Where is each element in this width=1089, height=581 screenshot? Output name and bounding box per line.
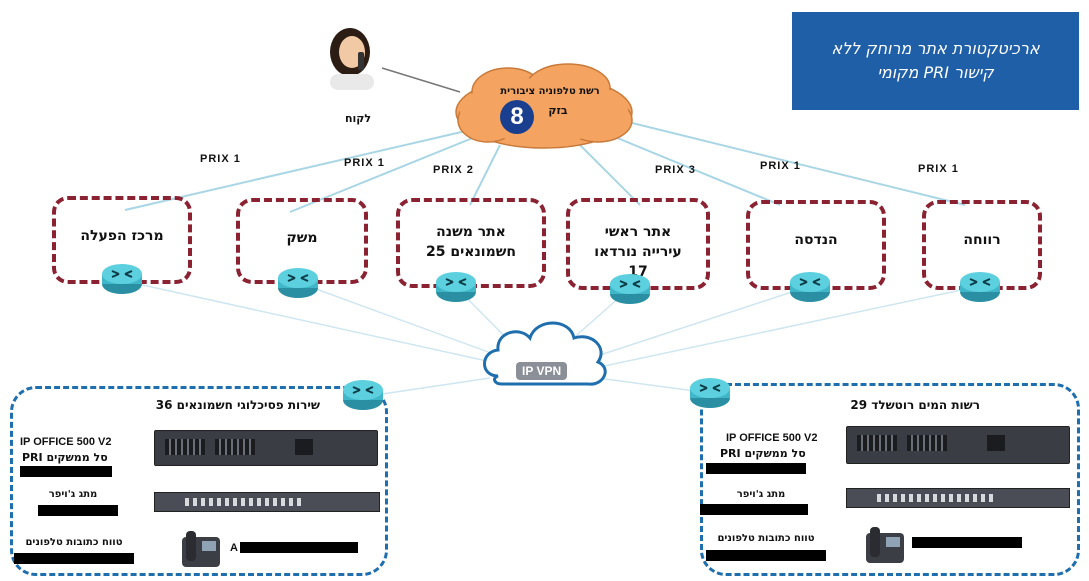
site-label: רווחה [963, 232, 1001, 248]
pstn-carrier: בזק [548, 104, 568, 117]
branch-right [700, 383, 1080, 576]
router-icon [436, 272, 476, 302]
branch-right-pri-label: סל ממשקים PRI [720, 447, 806, 460]
redacted-text [700, 504, 808, 515]
redacted-text [240, 542, 358, 553]
ip-office-device-icon [846, 426, 1070, 464]
desk-phone-icon [866, 527, 904, 563]
network-switch-icon [154, 492, 380, 512]
branch-right-range-label: טווח כתובות טלפונים [717, 533, 815, 544]
vpn-label: IP VPN [516, 362, 568, 380]
diagram-title: ארכיטקטורת אתר מרוחק ללא קישור PRI מקומי [792, 12, 1079, 110]
branch-left-phone-text: A [230, 542, 238, 554]
prix-label-1: PRIX 1 [200, 153, 241, 165]
bezeq-logo: 8 [500, 100, 534, 134]
customer-label: לקוח [344, 112, 372, 125]
router-icon [960, 272, 1000, 302]
vpn-cloud-icon [483, 321, 607, 386]
redacted-text [912, 537, 1022, 548]
ip-office-device-icon [154, 430, 378, 466]
network-switch-icon [846, 488, 1070, 508]
site-label: משק [286, 230, 318, 246]
site-label: אתר משנה חשמונאים 25 [426, 224, 516, 260]
redacted-text [20, 466, 112, 477]
router-icon [610, 274, 650, 304]
branch-left-title: שירות פסיכלוגי חשמונאים 36 [155, 398, 320, 412]
branch-left-range-label: טווח כתובות טלפונים [25, 537, 123, 548]
prix-label-5: PRIX 1 [760, 160, 801, 172]
prix-label-2: PRIX 1 [344, 157, 385, 169]
prix-label-6: PRIX 1 [918, 163, 959, 175]
desk-phone-icon [182, 531, 220, 567]
prix-label-4: PRIX 3 [655, 164, 696, 176]
branch-left-device: IP OFFICE 500 V2 [20, 436, 112, 448]
router-icon [790, 272, 830, 302]
site-label: מרכז הפעלה [80, 228, 164, 244]
branch-right-title: רשות המים רוטשלד 29 [850, 398, 980, 412]
router-icon [278, 268, 318, 298]
branch-left-pri-label: סל ממשקים PRI [22, 451, 108, 464]
branch-right-device: IP OFFICE 500 V2 [726, 432, 818, 444]
router-icon [690, 378, 730, 408]
pstn-label: רשת טלפוניה ציבורית [500, 86, 600, 97]
customer-person-icon [330, 28, 374, 90]
router-icon [343, 380, 383, 410]
prix-label-3: PRIX 2 [433, 164, 474, 176]
site-label: אתר ראשי עירייה נורדאו 17 [594, 224, 682, 280]
router-icon [102, 264, 142, 294]
branch-left-switch-label: מתג ג'ויפר [48, 489, 98, 500]
redacted-text [38, 505, 118, 516]
redacted-text [706, 463, 806, 474]
branch-right-switch-label: מתג ג'ויפר [736, 489, 786, 500]
redacted-text [14, 553, 134, 564]
title-line-1: ארכיטקטורת אתר מרוחק ללא [831, 39, 1040, 58]
title-line-2: קישור PRI מקומי [877, 63, 994, 82]
site-label: הנדסה [794, 232, 838, 248]
redacted-text [706, 550, 826, 561]
branch-left [10, 386, 388, 576]
